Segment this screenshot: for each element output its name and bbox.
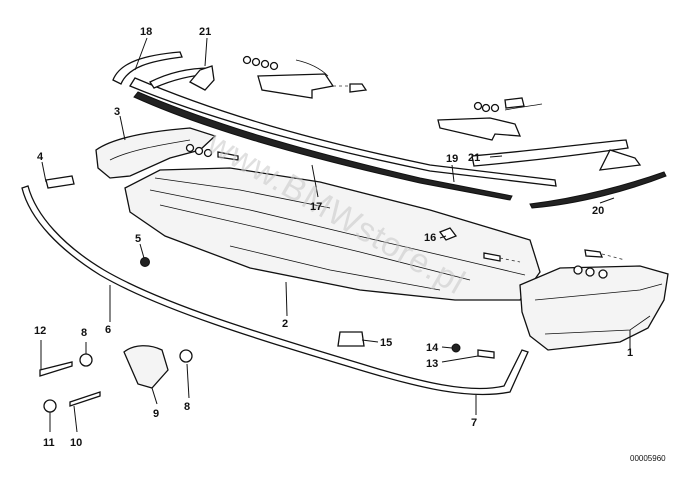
callout-20: 20 <box>592 205 604 217</box>
diagram-part-number: 00005960 <box>630 454 666 463</box>
callout-8-right: 8 <box>184 401 190 413</box>
callout-14: 14 <box>426 342 439 354</box>
small-parts <box>39 175 495 413</box>
callout-labels: 1 2 3 4 5 6 7 8 8 9 10 11 12 13 14 15 16… <box>34 26 633 449</box>
right-bracket <box>437 97 543 141</box>
left-end-cap <box>95 127 217 179</box>
rub-strip <box>21 185 529 396</box>
callout-21-right: 21 <box>468 152 480 164</box>
callout-11: 11 <box>43 437 55 449</box>
callout-3: 3 <box>114 106 120 118</box>
callout-15: 15 <box>380 337 392 349</box>
callout-17: 17 <box>310 201 322 213</box>
callout-4: 4 <box>37 151 44 163</box>
callout-12: 12 <box>34 325 46 337</box>
upper-bracket <box>242 55 368 99</box>
leader-lines <box>40 37 631 433</box>
callout-9: 9 <box>153 408 159 420</box>
callout-7: 7 <box>471 417 477 429</box>
callout-6: 6 <box>105 324 111 336</box>
callout-10: 10 <box>70 437 82 449</box>
upper-trim-strips <box>112 51 667 209</box>
callout-5: 5 <box>135 233 141 245</box>
bolts-center <box>185 143 521 263</box>
bumper-body <box>124 167 541 301</box>
callout-1: 1 <box>627 347 633 359</box>
callout-21-top: 21 <box>199 26 211 38</box>
callout-18: 18 <box>140 26 152 38</box>
callout-13: 13 <box>426 358 438 370</box>
callout-8-left: 8 <box>81 327 87 339</box>
callout-19: 19 <box>446 153 458 165</box>
callout-16: 16 <box>424 232 436 244</box>
right-bumper-cover <box>519 249 669 351</box>
callout-2: 2 <box>282 318 288 330</box>
